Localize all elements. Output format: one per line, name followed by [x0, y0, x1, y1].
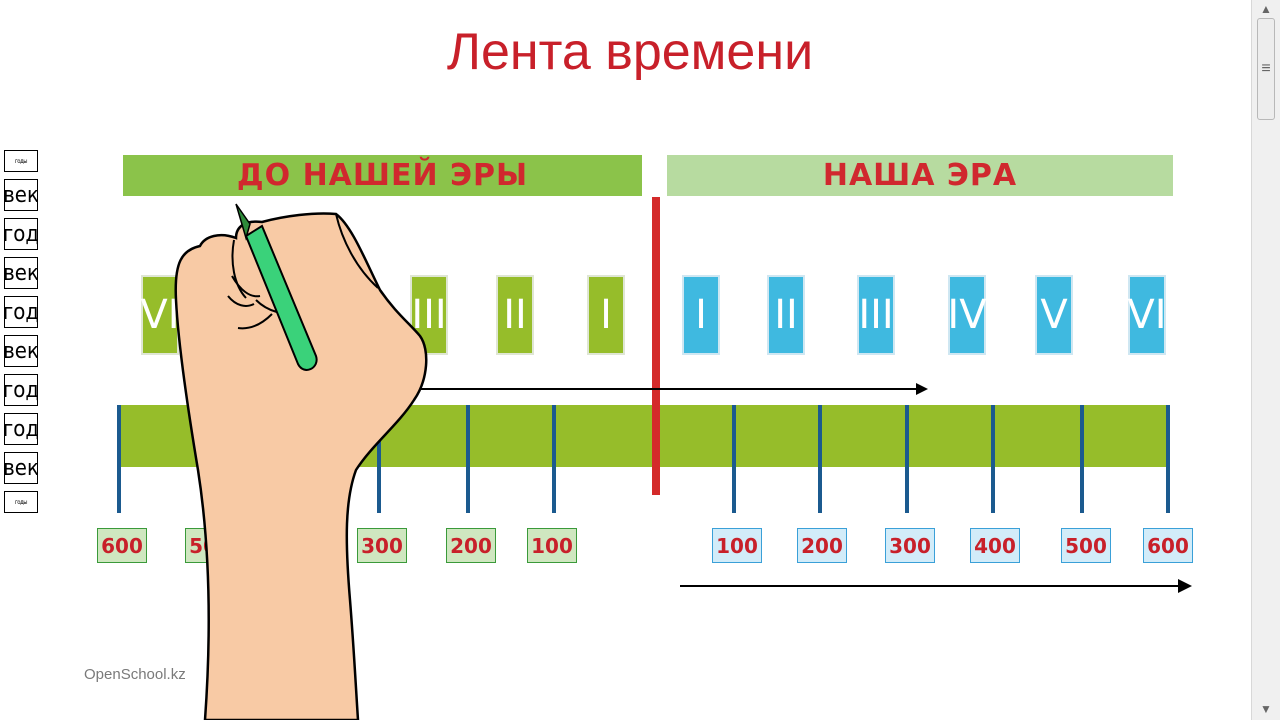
sidebar-labels: годы век год век год век год год век годы: [4, 150, 40, 520]
sidebar-label: век: [4, 335, 38, 367]
page-title: Лента времени: [446, 23, 814, 81]
century-card-bc: II: [496, 275, 534, 355]
sidebar-label: год: [4, 374, 38, 406]
sidebar-label: век: [4, 179, 38, 211]
year-label-ad: 300: [885, 528, 935, 563]
year-label-ad: 400: [970, 528, 1020, 563]
sidebar-label: век: [4, 452, 38, 484]
year-label-ad: 100: [712, 528, 762, 563]
timeline-tick: [1080, 405, 1084, 513]
era-divider: [652, 197, 660, 495]
sidebar-label: годы: [4, 491, 38, 513]
sidebar-label: годы: [4, 150, 38, 172]
year-label-bc: 300: [357, 528, 407, 563]
era-bc-banner: ДО НАШЕЙ ЭРЫ: [123, 155, 642, 196]
year-label-ad: 600: [1143, 528, 1193, 563]
timeline-tick: [905, 405, 909, 513]
year-label-bc: 100: [527, 528, 577, 563]
year-label-ad: 500: [1061, 528, 1111, 563]
timeline-tick: [732, 405, 736, 513]
century-card-ad: I: [682, 275, 720, 355]
year-label-ad: 200: [797, 528, 847, 563]
sidebar-label: год: [4, 413, 38, 445]
century-card-bc: I: [587, 275, 625, 355]
century-card-ad: IV: [947, 275, 987, 355]
arrow-right-icon: [400, 383, 928, 395]
year-label-bc: 600: [97, 528, 147, 563]
era-ad-banner: НАША ЭРА: [667, 155, 1173, 196]
timeline-tick: [818, 405, 822, 513]
timeline-tick: [117, 405, 121, 513]
century-card-ad: II: [767, 275, 805, 355]
century-card-ad: VI: [1127, 275, 1167, 355]
sidebar-label: год: [4, 218, 38, 250]
scroll-up-icon[interactable]: ▲: [1260, 2, 1272, 16]
century-card-ad: III: [857, 275, 895, 355]
hand-with-pencil-icon: [174, 203, 428, 720]
timeline-tick: [552, 405, 556, 513]
sidebar-label: год: [4, 296, 38, 328]
timeline-tick: [991, 405, 995, 513]
scroll-thumb[interactable]: ≡: [1257, 18, 1275, 120]
scroll-down-icon[interactable]: ▼: [1260, 702, 1272, 716]
timeline-tick: [1166, 405, 1170, 513]
sidebar-label: век: [4, 257, 38, 289]
century-card-ad: V: [1035, 275, 1073, 355]
century-card-bc: III: [410, 275, 448, 355]
year-label-bc: 200: [446, 528, 496, 563]
footer-brand: OpenSchool.kz: [84, 666, 186, 683]
arrow-right-icon: [680, 579, 1192, 593]
timeline-tick: [377, 405, 381, 513]
timeline-tick: [466, 405, 470, 513]
scrollbar[interactable]: ▲ ≡ ▼: [1251, 0, 1280, 720]
